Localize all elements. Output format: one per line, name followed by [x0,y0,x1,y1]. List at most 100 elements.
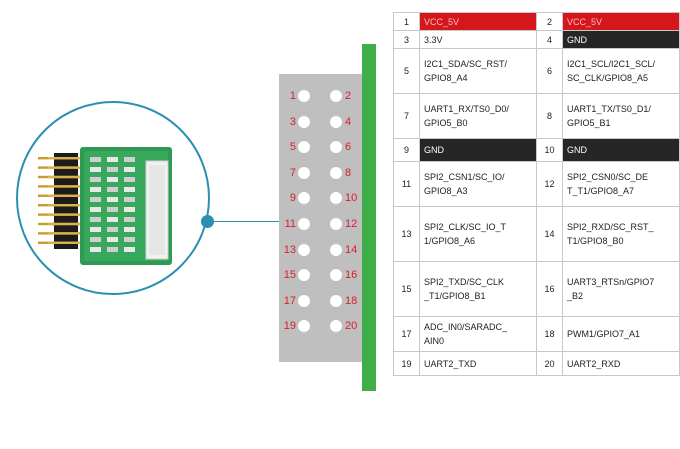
smd-component [90,177,101,182]
smd-component [107,237,118,242]
header-pin-hole [298,141,310,154]
pin-signal-cell: GND [562,30,680,49]
header-pin-hole [298,166,310,179]
header-pin-hole [298,294,310,307]
pin-number-cell: 2 [536,12,563,31]
callout-line [208,221,280,222]
pin-signal-cell: SPI2_CSN0/SC_DE T_T1/GPIO8_A7 [562,161,680,207]
smd-component [90,237,101,242]
header-pin-number: 7 [289,166,296,179]
header-pin-number: 11 [284,218,296,230]
pin-signal-cell: 3.3V [419,30,537,49]
pin-number-cell: 1 [393,12,420,31]
header-pin-graphic [48,185,90,188]
smd-component [124,237,135,242]
pin-number-cell: 11 [393,161,420,207]
header-pin-number: 14 [345,243,358,256]
header-pin-hole [298,218,310,230]
smd-component [90,167,101,172]
header-pin-number: 4 [345,115,352,128]
smd-component [107,227,118,232]
header-pin-hole [298,320,310,333]
header-pin-hole [330,166,342,179]
header-pin-graphic [48,213,90,216]
adapter-board-illustration [38,147,172,265]
smd-component [90,217,101,222]
smd-component [107,207,118,212]
header-pin-graphic [48,232,90,235]
header-pin-number: 6 [345,141,352,154]
header-pin-hole [330,141,342,154]
pin-signal-cell: VCC_5V [419,12,537,31]
smd-component [124,167,135,172]
smd-component [124,217,135,222]
smd-component [107,197,118,202]
header-pin-hole [298,90,310,102]
pin-number-cell: 15 [393,261,420,317]
pin-signal-cell: ADC_IN0/SARADC_ AIN0 [419,316,537,352]
pin-signal-cell: UART2_RXD [562,351,680,376]
header-pin-number: 15 [283,269,296,282]
header-pin-number: 20 [345,320,358,333]
pin-number-cell: 14 [536,206,563,262]
smd-component [90,247,101,252]
pin-number-cell: 19 [393,351,420,376]
pin-signal-cell: GND [419,138,537,162]
header-edge-bar [362,44,376,391]
pin-signal-cell: SPI2_TXD/SC_CLK _T1/GPIO8_B1 [419,261,537,317]
header-pin-hole [330,115,342,128]
header-pin-graphic [48,222,90,226]
header-pin-hole [330,294,342,307]
pin-signal-cell: UART1_TX/TS0_D1/ GPIO5_B1 [562,93,680,139]
header-pin-number: 12 [345,218,358,230]
header-pin-hole [330,218,342,230]
header-pin-hole [330,243,342,256]
smd-component [90,187,101,192]
header-pin-number: 3 [289,115,296,128]
smd-component [124,177,135,182]
pin-signal-cell: SPI2_CSN1/SC_IO/ GPIO8_A3 [419,161,537,207]
pin-number-cell: 20 [536,351,563,376]
smd-component [107,167,118,172]
pin-signal-cell: PWM1/GPIO7_A1 [562,316,680,352]
pin-number-cell: 4 [536,30,563,49]
pin-number-cell: 6 [536,48,563,94]
pin-signal-cell: UART1_RX/TS0_D0/ GPIO5_B0 [419,93,537,139]
header-pin-hole [298,115,310,128]
smd-component [124,157,135,162]
smd-component [90,227,101,232]
pin-number-cell: 3 [393,30,420,49]
header-pin-number: 9 [289,192,296,205]
pin-signal-cell: I2C1_SCL/I2C1_SCL/ SC_CLK/GPIO8_A5 [562,48,680,94]
pin-signal-cell: VCC_5V [562,12,680,31]
smd-component [124,247,135,252]
header-pin-graphic [48,157,90,160]
smd-component [90,207,101,212]
pin-number-cell: 10 [536,138,563,162]
header-pin-hole [298,243,310,256]
pin-signal-cell: GND [562,138,680,162]
header-pin-number: 13 [283,243,296,256]
header-pin-graphic [48,175,90,179]
header-pins-graphic [38,153,90,249]
smd-component [107,177,118,182]
smd-component [90,157,101,162]
header-pin-graphic [48,241,90,244]
header-pin-graphic [48,166,90,169]
smd-component [124,187,135,192]
header-pin-number: 16 [345,269,358,282]
header-pin-hole [330,192,342,205]
pin-number-cell: 7 [393,93,420,139]
pin-number-cell: 17 [393,316,420,352]
header-pin-number: 1 [289,90,296,102]
header-pin-graphic [48,204,90,207]
header-pin-hole [330,269,342,282]
header-pin-number: 5 [289,141,296,154]
